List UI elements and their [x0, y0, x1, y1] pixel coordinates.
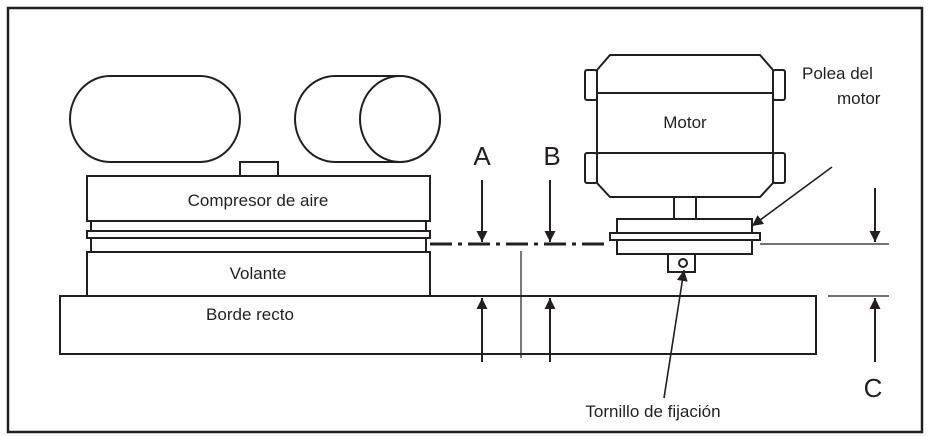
motor-pulley-hub	[616, 218, 753, 234]
compressor-neck	[239, 161, 279, 177]
motor-label: Motor	[663, 113, 707, 132]
motor-assembly	[584, 54, 786, 273]
set-screw-label: Tornillo de fijación	[585, 402, 720, 421]
motor-pulley-label-line1: Polea del	[802, 64, 873, 83]
motor-shaft	[673, 196, 697, 220]
set-screw-icon	[678, 258, 688, 268]
straight-edge-label: Borde recto	[206, 305, 294, 324]
compressor-cylinder-right-cap	[359, 75, 441, 163]
compressor-ring-1	[90, 220, 427, 232]
motor-foot-bottom-left	[584, 152, 598, 184]
point-b-label: B	[543, 141, 560, 171]
point-a-label: A	[473, 141, 491, 171]
motor-pulley-base	[616, 239, 753, 255]
compressor-label: Compresor de aire	[188, 191, 329, 210]
motor-pulley-leader	[751, 166, 833, 227]
point-c-label: C	[864, 373, 883, 403]
compressor-body	[86, 175, 431, 222]
motor-foot-bottom-right	[772, 152, 786, 184]
set-screw-leader	[663, 269, 688, 399]
compressor-cylinder-left	[69, 75, 241, 163]
compressor-pulley-rim	[86, 230, 431, 239]
motor-pulley-label-line2: motor	[837, 89, 881, 108]
motor-foot-top-left	[584, 69, 598, 101]
air-compressor	[69, 75, 441, 297]
straight-edge	[59, 295, 817, 355]
motor-pulley-rim	[609, 232, 761, 241]
diagram-frame	[6, 6, 924, 434]
motor-foot-top-right	[772, 69, 786, 101]
compressor-ring-2	[90, 237, 427, 253]
flywheel-label: Volante	[230, 264, 287, 283]
